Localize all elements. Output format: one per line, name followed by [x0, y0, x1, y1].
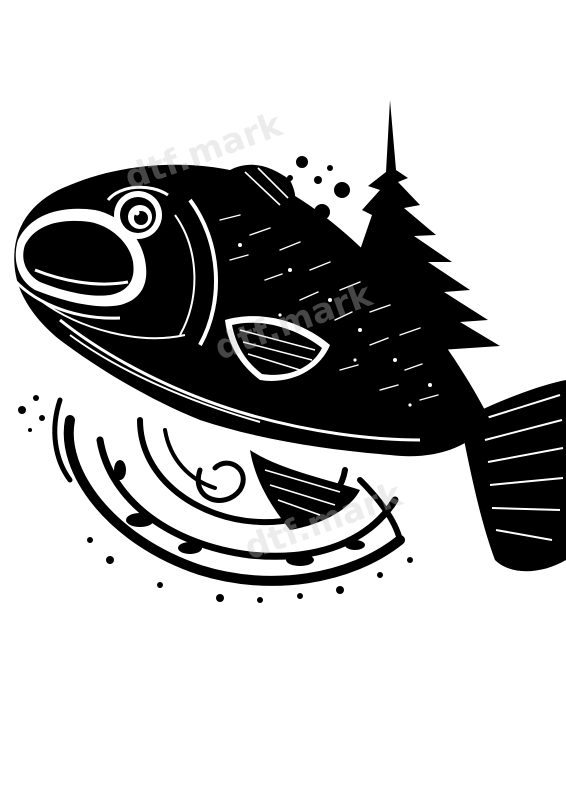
water-droplets — [18, 395, 413, 603]
tail-fin — [460, 380, 566, 572]
pelvic-fin — [250, 450, 360, 530]
fish-eye — [106, 185, 169, 239]
fish-head — [8, 208, 186, 340]
fish-body — [14, 164, 490, 457]
